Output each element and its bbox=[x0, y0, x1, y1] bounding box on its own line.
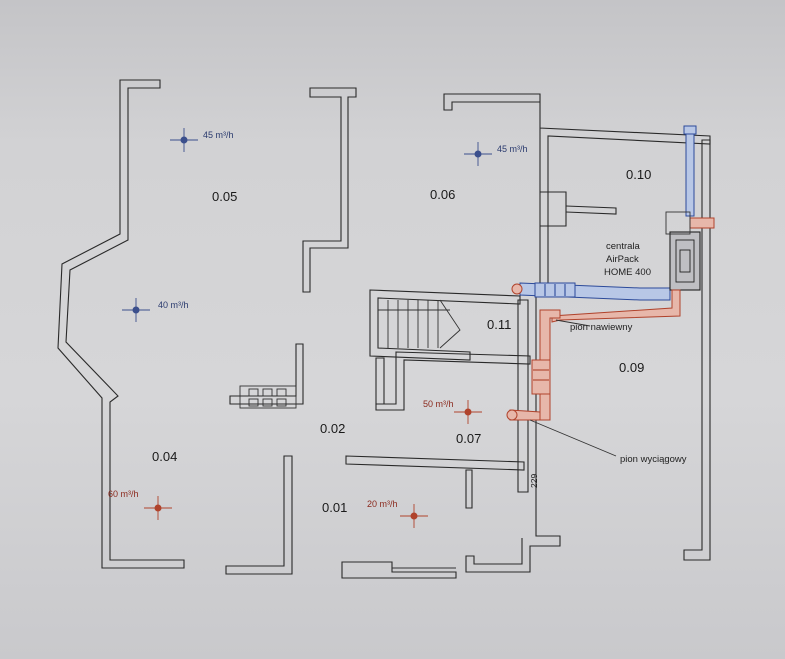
wall-top-mid bbox=[302, 87, 357, 293]
wall-center-column bbox=[517, 299, 529, 493]
flow-label-45b: 45 m³/h bbox=[497, 144, 528, 154]
diffuser-20-icon bbox=[400, 504, 428, 528]
kitchen-cell bbox=[248, 388, 259, 397]
unit-label-line3: HOME 400 bbox=[604, 267, 651, 278]
leader-lines bbox=[529, 319, 617, 457]
diffuser-45a-icon bbox=[170, 128, 198, 152]
wall-stair bbox=[369, 289, 521, 361]
diffuser-40-icon bbox=[122, 298, 150, 322]
dimension-label: 229 bbox=[529, 474, 539, 488]
wall-bottom-window bbox=[341, 561, 457, 579]
extract-horizontal bbox=[551, 289, 681, 323]
room-label-005: 0.05 bbox=[212, 189, 237, 204]
wall-stub-06 bbox=[540, 191, 567, 227]
supply-end-cap bbox=[511, 283, 523, 295]
diffuser-50-icon bbox=[454, 400, 482, 424]
air-handling-unit bbox=[665, 211, 701, 291]
wall-stub-010 bbox=[565, 205, 617, 215]
extract-riser-label: pion wyciągowy bbox=[620, 454, 687, 465]
room-label-007: 0.07 bbox=[456, 431, 481, 446]
wall-right bbox=[683, 139, 711, 561]
extract-end-cap bbox=[506, 409, 518, 421]
wall-mid-lower bbox=[229, 343, 304, 405]
wall-left-outer bbox=[57, 79, 185, 569]
room-label-009: 0.09 bbox=[619, 360, 644, 375]
wall-corridor-stub bbox=[465, 469, 473, 509]
kitchen-cell bbox=[276, 398, 287, 407]
flow-label-20: 20 m³/h bbox=[367, 499, 398, 509]
flow-label-50: 50 m³/h bbox=[423, 399, 454, 409]
kitchen-cell bbox=[276, 388, 287, 397]
supply-duct bbox=[511, 125, 715, 301]
ahu-box bbox=[669, 231, 701, 291]
room-label-001: 0.01 bbox=[322, 500, 347, 515]
flow-label-45a: 45 m³/h bbox=[203, 130, 234, 140]
room-label-002: 0.02 bbox=[320, 421, 345, 436]
unit-label-line1: centrala bbox=[606, 241, 641, 252]
room-label-010: 0.10 bbox=[626, 167, 651, 182]
unit-label-line2: AirPack bbox=[606, 254, 639, 265]
extract-silencer bbox=[531, 359, 551, 395]
room-label-006: 0.06 bbox=[430, 187, 455, 202]
kitchen-cell bbox=[262, 398, 273, 407]
extract-duct bbox=[506, 289, 681, 421]
outdoor-intake bbox=[689, 217, 715, 229]
stairs bbox=[378, 299, 461, 349]
supply-riser-label: pion nawiewny bbox=[570, 322, 633, 333]
kitchen-cell bbox=[262, 388, 273, 397]
flow-label-60: 60 m³/h bbox=[108, 489, 139, 499]
wall-bottom-left bbox=[225, 455, 293, 575]
diffuser-45b-icon bbox=[464, 142, 492, 166]
wall-corridor bbox=[345, 455, 525, 471]
wall-bath-07 bbox=[375, 351, 531, 411]
room-label-004: 0.04 bbox=[152, 449, 177, 464]
kitchen-cell bbox=[248, 398, 259, 407]
supply-cap bbox=[683, 125, 697, 135]
room-label-011: 0.11 bbox=[487, 317, 511, 332]
wall-under-stair bbox=[375, 357, 385, 405]
supply-riser-top bbox=[685, 131, 695, 217]
diffuser-60-icon bbox=[144, 496, 172, 520]
flow-label-40: 40 m³/h bbox=[158, 300, 189, 310]
kitchen-counter bbox=[239, 385, 297, 409]
wall-bottom-right bbox=[465, 296, 561, 573]
